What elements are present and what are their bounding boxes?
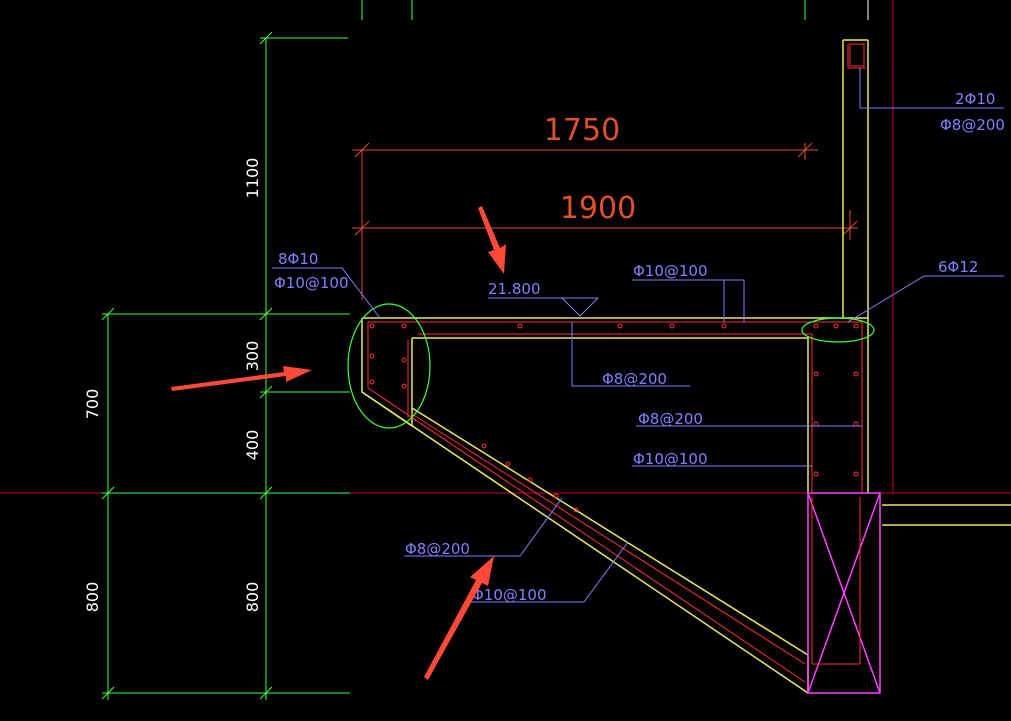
elevation-label: 21.800 (488, 280, 541, 298)
dim-800-inner: 800 (243, 582, 262, 613)
note-8phi10: 8Φ10 (278, 250, 318, 268)
elevation-mark (488, 297, 599, 317)
note-phi10-100-slab: Φ10@100 (633, 262, 708, 280)
note-6phi12: 6Φ12 (938, 258, 978, 276)
note-phi10-100-stair: Φ10@100 (472, 586, 547, 604)
corner-highlight-ellipse (347, 303, 431, 429)
note-phi8-200-wall: Φ8@200 (638, 410, 703, 428)
note-phi8-200-stair: Φ8@200 (405, 540, 470, 558)
beam-highlight-ellipse (801, 317, 875, 343)
dim-1100: 1100 (243, 158, 262, 199)
note-phi10-100-wall: Φ10@100 (633, 450, 708, 468)
arrow-left (171, 366, 312, 391)
left-outer-dim-chain (101, 307, 350, 700)
dim-1900: 1900 (560, 191, 636, 226)
red-arrows (171, 206, 506, 680)
dim-300: 300 (243, 341, 262, 372)
arrow-top (478, 206, 506, 274)
pier-rebar (811, 497, 861, 665)
left-inner-dim-chain (259, 31, 350, 700)
dim-700: 700 (83, 389, 102, 420)
note-phi10-100-corner: Φ10@100 (274, 274, 349, 292)
top-dim-lines (352, 142, 858, 300)
rebar-dots (369, 323, 859, 513)
note-phi8-200-top: Φ8@200 (940, 116, 1005, 134)
dim-400: 400 (243, 430, 262, 461)
concrete-outline (361, 39, 1011, 694)
note-2phi10: 2Φ10 (955, 90, 995, 108)
arrow-bottom (424, 556, 494, 680)
dim-1750: 1750 (544, 113, 620, 148)
leader-lines (272, 68, 1004, 603)
pier-box (807, 492, 881, 694)
note-phi8-200-slab: Φ8@200 (602, 370, 667, 388)
dim-800-outer: 800 (83, 582, 102, 613)
